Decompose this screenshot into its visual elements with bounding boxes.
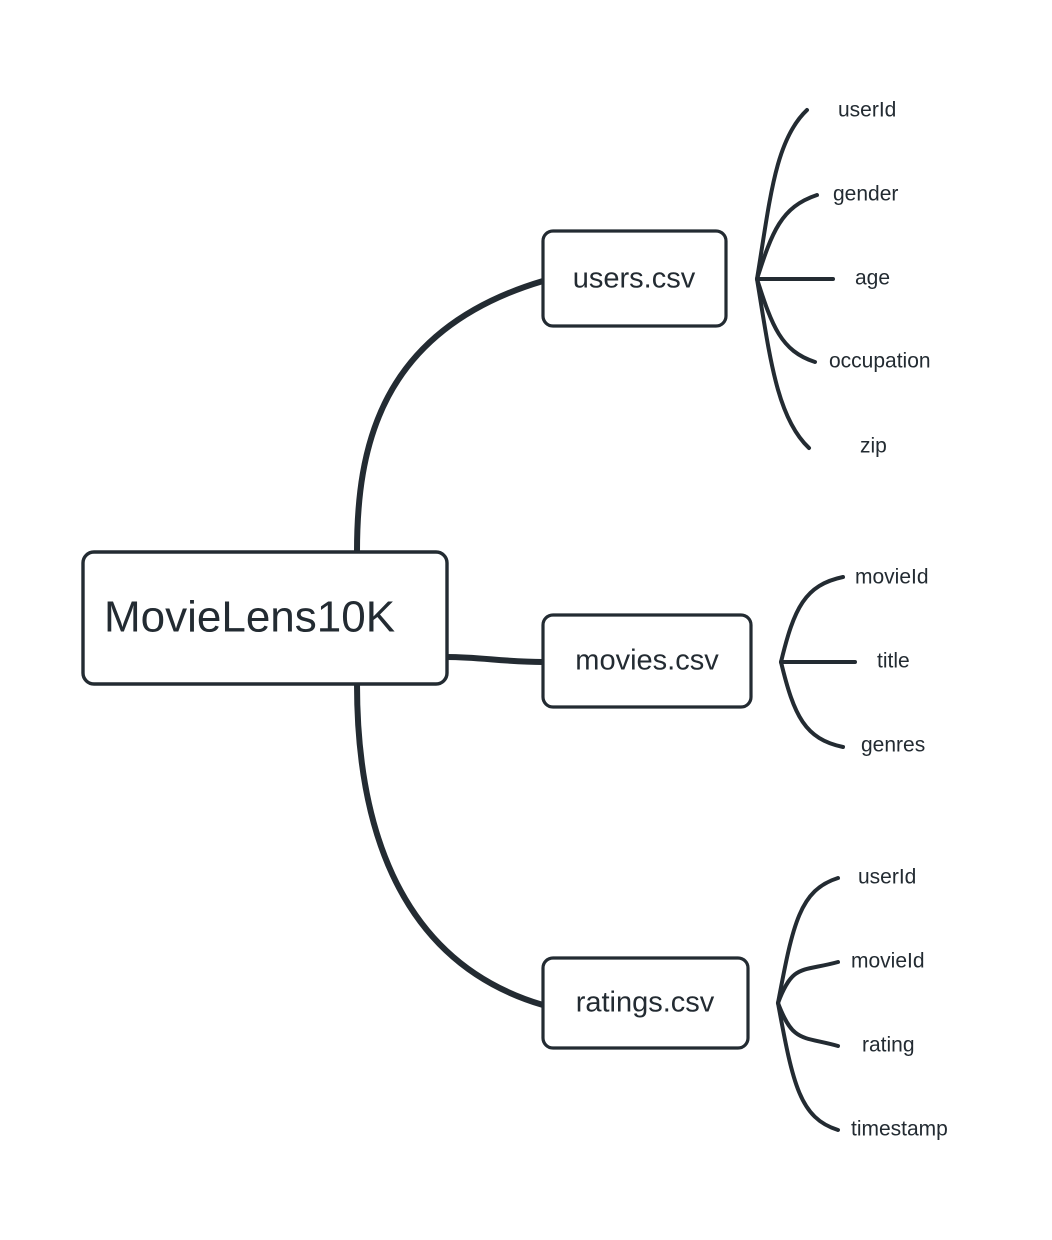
leaf-label-users-gender: gender [833,183,898,206]
branch-node-ratings-box[interactable] [541,956,750,1050]
connector-users-zip [755,277,811,450]
leaf-connectors-users [755,108,835,450]
connector-ratings-movieid [776,960,840,1005]
connector-users-gender [755,193,819,281]
branch-node-ratings[interactable]: ratings.csv [541,956,750,1050]
connector-root-to-ratings [354,681,546,1008]
connector-users-occupation [755,277,817,364]
leaf-label-ratings-movieid: movieId [851,950,925,973]
connector-users-userid [755,108,809,281]
branch-node-movies-label: movies.csv [575,645,719,677]
connector-ratings-userid [776,876,840,1005]
leaf-label-users-zip: zip [860,435,887,458]
connector-ratings-rating [776,1001,840,1048]
connector-root-to-movies [444,654,546,665]
connector-movies-genres [779,660,845,749]
leaf-connectors-movies [779,575,857,749]
leaf-label-ratings-rating: rating [862,1034,915,1057]
root-node-label: MovieLens10K [104,593,395,642]
leaf-label-ratings-timestamp: timestamp [851,1118,948,1141]
branch-node-users[interactable]: users.csv [541,229,728,328]
leaf-connectors-ratings [776,876,840,1132]
leaf-label-users-occupation: occupation [829,350,931,373]
leaf-labels-users: userId gender age occupation zip [829,99,931,458]
leaf-label-movies-title: title [877,650,910,673]
branch-node-users-box[interactable] [541,229,728,328]
branch-node-movies[interactable]: movies.csv [541,613,753,709]
branch-node-movies-box[interactable] [541,613,753,709]
leaf-label-movies-genres: genres [861,734,925,757]
connector-ratings-timestamp [776,1001,840,1132]
branch-node-users-label: users.csv [573,263,696,295]
leaf-labels-movies: movieId title genres [855,566,929,757]
connector-root-to-users [354,278,546,555]
root-node[interactable]: MovieLens10K [81,550,449,686]
branch-node-ratings-label: ratings.csv [576,987,715,1019]
connector-movies-movieid [779,575,845,664]
leaf-labels-ratings: userId movieId rating timestamp [851,866,948,1141]
leaf-label-users-age: age [855,267,890,290]
leaf-label-ratings-userid: userId [858,866,916,889]
leaf-label-users-userid: userId [838,99,896,122]
leaf-label-movies-movieid: movieId [855,566,929,589]
root-node-box[interactable] [81,550,449,686]
